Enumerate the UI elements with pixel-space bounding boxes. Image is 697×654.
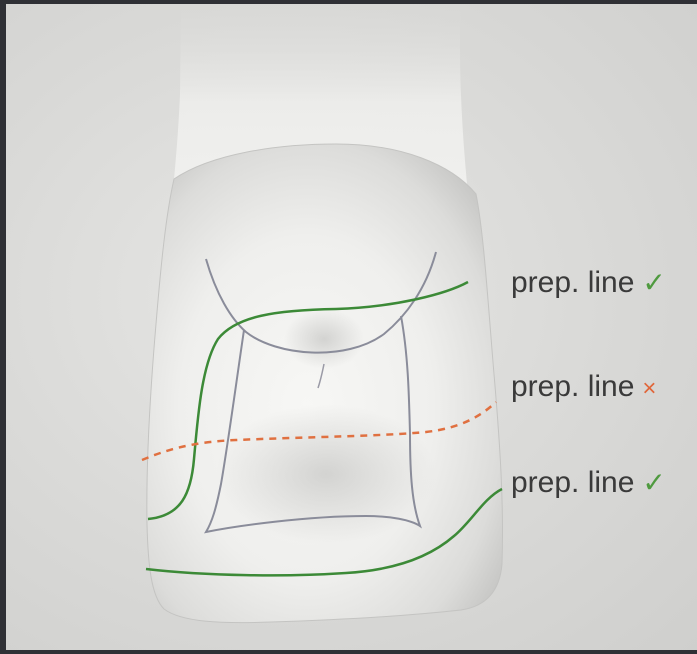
frame-bottom-border [0,650,697,654]
cusp-shadow [284,309,364,369]
label-text: prep. line [511,370,634,403]
cross-icon: × [642,375,656,402]
label-prep-line-3: prep. line ✓ [511,466,666,500]
label-prep-line-2: prep. line × [511,370,656,406]
label-text: prep. line [511,466,634,499]
tooth-crown [147,144,503,623]
occlusal-shadow [216,404,436,544]
check-icon: ✓ [642,267,665,298]
diagram-canvas: prep. line ✓ prep. line × prep. line ✓ [6,4,697,650]
check-icon: ✓ [642,467,665,498]
label-prep-line-1: prep. line ✓ [511,266,666,300]
tooth-illustration [6,4,697,650]
label-text: prep. line [511,266,634,299]
